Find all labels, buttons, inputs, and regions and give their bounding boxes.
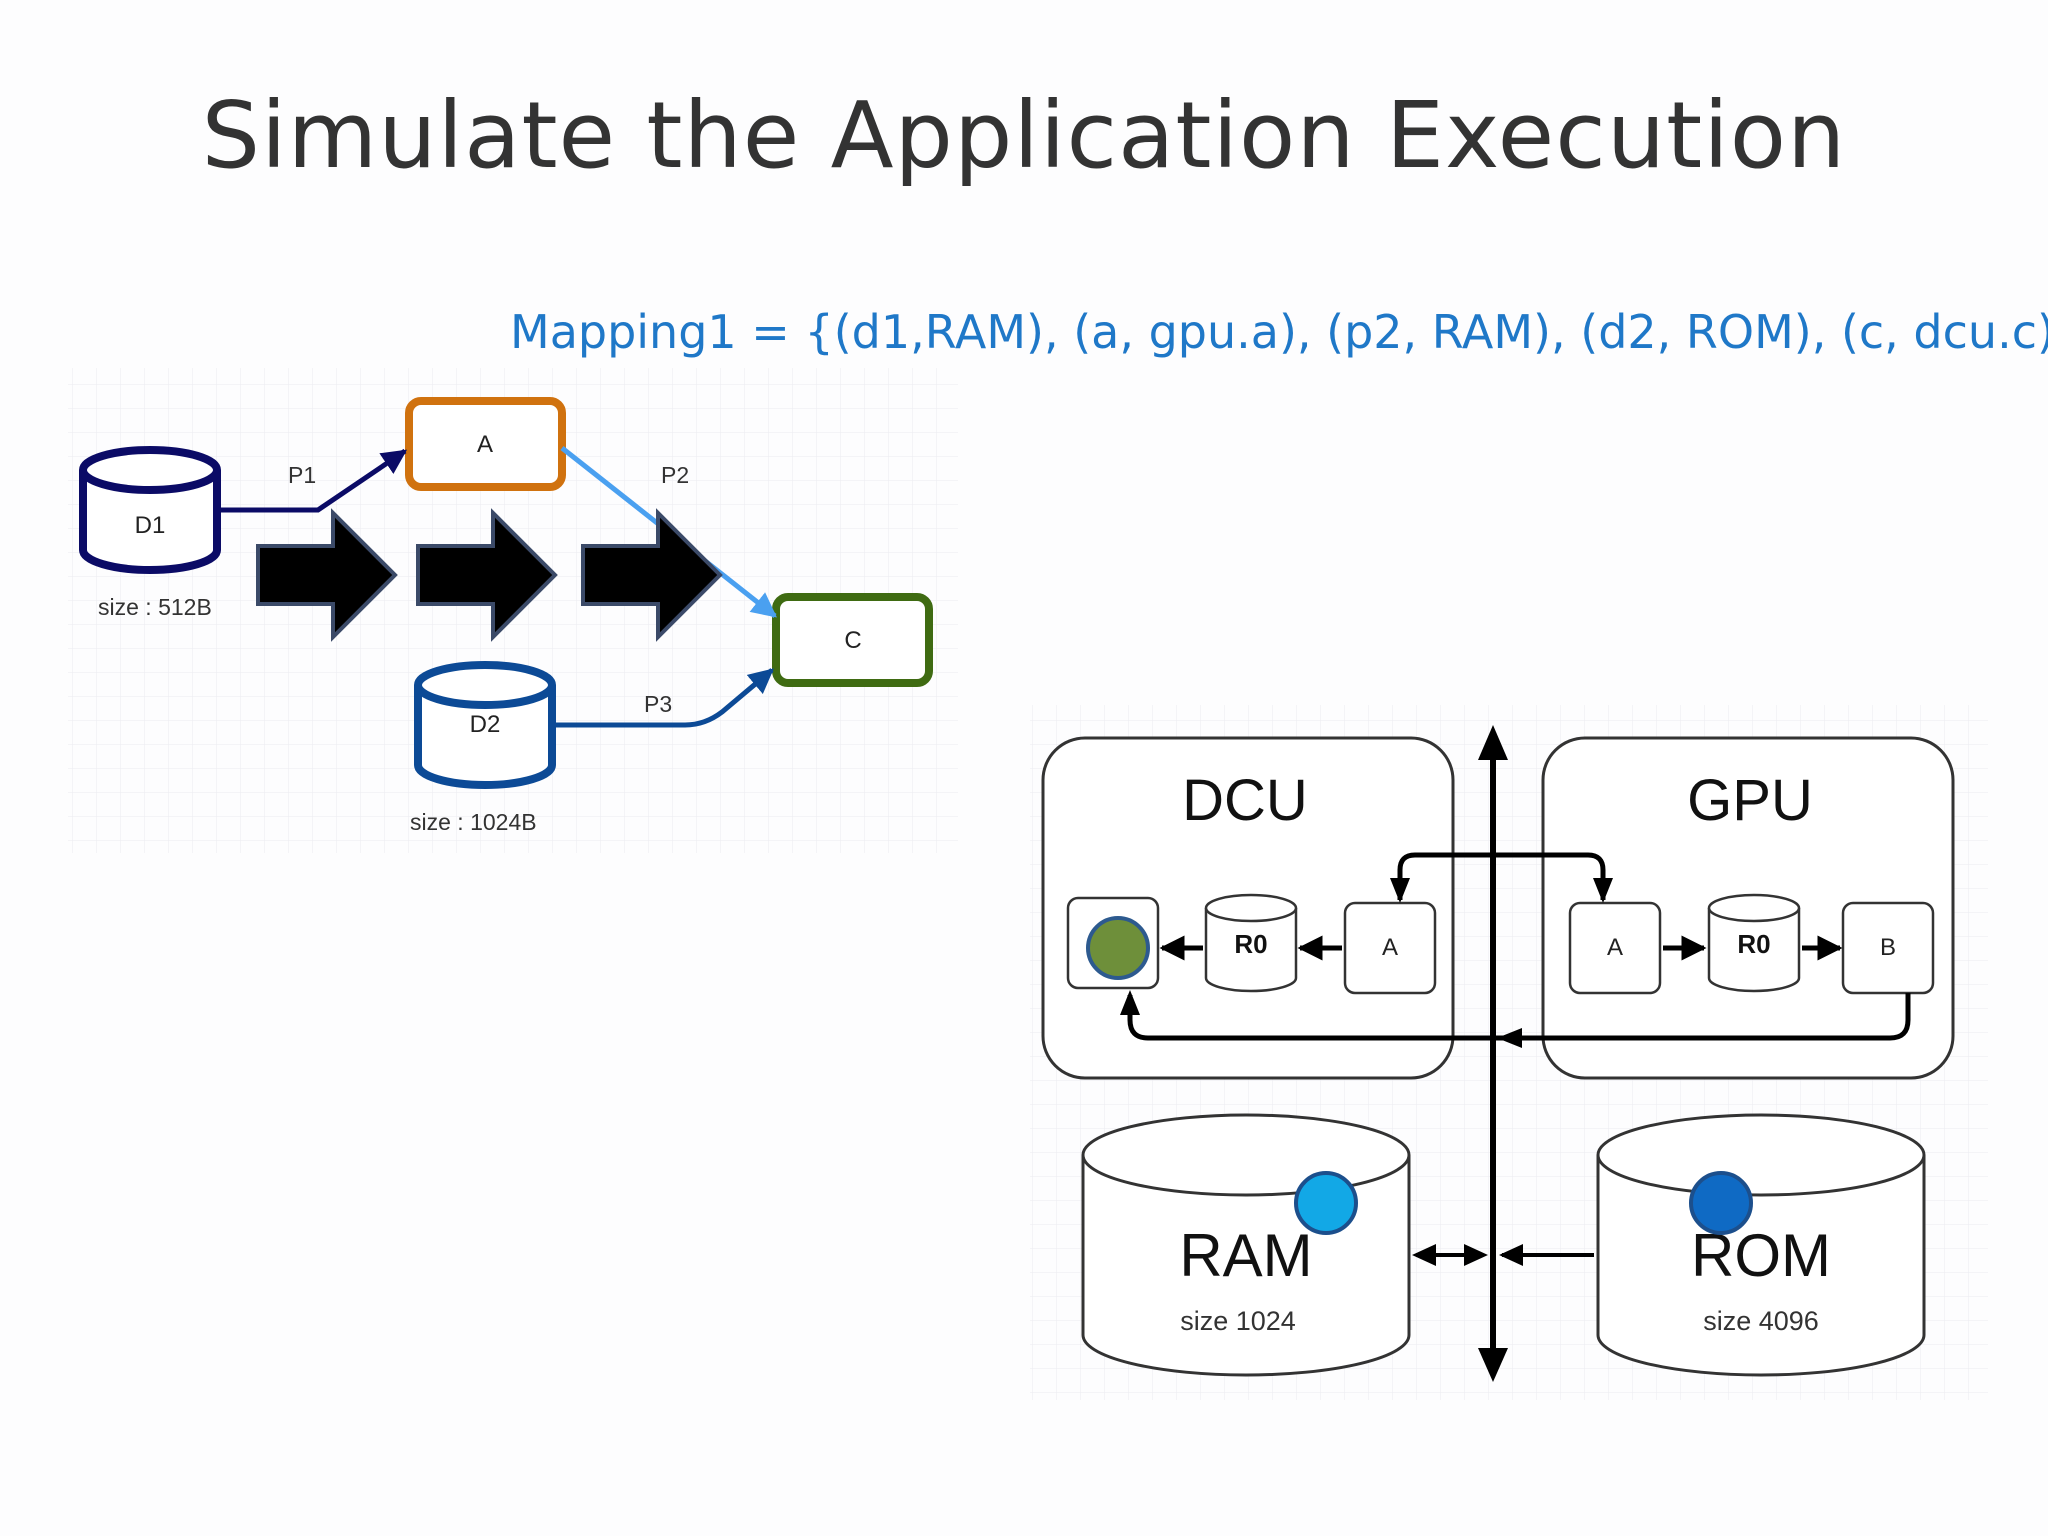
gpu-r0-label: R0	[1737, 929, 1770, 959]
arrow-to-ram-icon	[1412, 1244, 1436, 1266]
edge-p3-label: P3	[644, 691, 672, 717]
arrow-ram-to-bus-icon	[1464, 1244, 1488, 1266]
page-title: Simulate the Application Execution	[201, 82, 1847, 189]
bus-arrow-down-icon	[1478, 1348, 1508, 1382]
application-graph: D1 size : 512B D2 size : 1024B A C P1 P2…	[68, 368, 958, 853]
arrow-down-to-dcu-a-icon	[1390, 878, 1410, 903]
task-a-box	[405, 397, 566, 491]
ram-title: RAM	[1179, 1222, 1312, 1289]
edge-p2-label: P2	[661, 462, 689, 488]
bus-link-top	[1397, 852, 1606, 900]
token-circle-icon	[1086, 916, 1150, 980]
task-a-label: A	[477, 431, 493, 458]
d1-datastore: D1	[79, 446, 221, 574]
black-block-arrow-icon	[256, 508, 398, 642]
dcu-r0-register: R0	[1204, 893, 1298, 993]
d2-datastore: D2	[414, 661, 556, 789]
gpu-task-b	[1841, 901, 1935, 995]
d1-size: size : 512B	[98, 594, 212, 620]
d2-label: D2	[470, 711, 501, 738]
dcu-r0-label: R0	[1234, 929, 1267, 959]
arrow-rom-to-bus-icon	[1499, 1244, 1523, 1266]
dcu-task-a	[1343, 901, 1437, 995]
bus-arrow-up-icon	[1478, 725, 1508, 760]
black-block-arrow-icon	[416, 508, 558, 642]
d1-label: D1	[135, 512, 166, 539]
platform-diagram: DCU GPU R0 A A R0 B	[1030, 705, 1988, 1400]
arrow-left-to-bus-icon	[1497, 1028, 1522, 1048]
arrow-up-to-dcu-c-icon	[1120, 990, 1140, 1015]
task-c-label: C	[844, 627, 861, 654]
gpu-task-a	[1568, 901, 1662, 995]
arrow-down-to-gpu-a-icon	[1593, 878, 1613, 903]
dcu-title: DCU	[1182, 768, 1308, 833]
edge-p3	[552, 668, 774, 728]
black-block-arrow-icon	[581, 508, 723, 642]
rom-memory: ROM size 4096	[1596, 1113, 1926, 1377]
gpu-r0-register: R0	[1707, 893, 1801, 993]
rom-size: size 4096	[1703, 1306, 1819, 1336]
task-c-box	[772, 593, 933, 687]
edge-p1	[217, 448, 408, 513]
gpu-task-b-label: B	[1880, 934, 1896, 961]
ram-size: size 1024	[1180, 1306, 1296, 1336]
dcu-task-a-label: A	[1382, 934, 1398, 961]
token-circle-icon	[1294, 1171, 1358, 1235]
gpu-task-a-label: A	[1607, 934, 1623, 961]
gpu-title: GPU	[1687, 768, 1813, 833]
d2-size: size : 1024B	[410, 809, 537, 835]
token-circle-icon	[1689, 1171, 1753, 1235]
edge-p1-label: P1	[288, 462, 316, 488]
mapping-text: Mapping1 = {(d1,RAM), (a, gpu.a), (p2, R…	[510, 305, 2048, 359]
ram-memory: RAM size 1024	[1081, 1113, 1411, 1377]
